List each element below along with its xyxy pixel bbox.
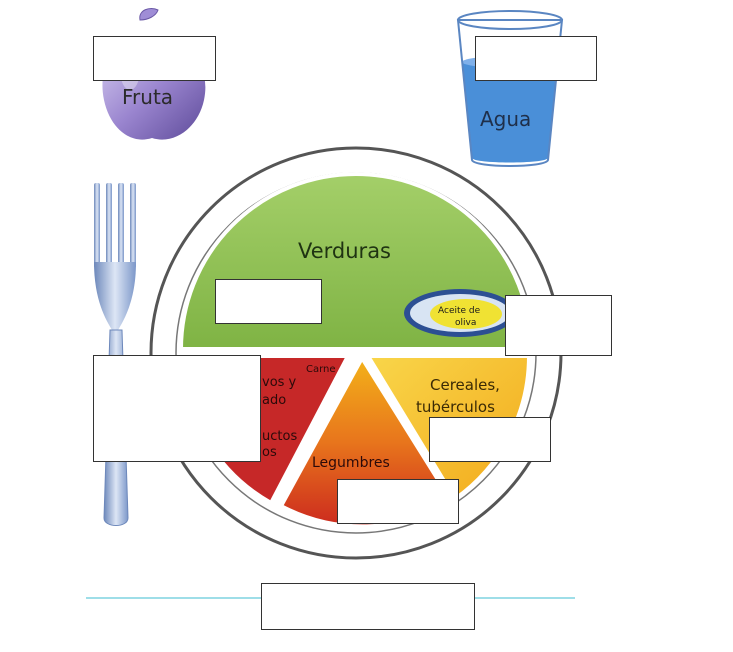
answer-box-protein[interactable]: [93, 355, 261, 462]
eggs-label-line2: ado: [262, 393, 286, 408]
answer-box-cereals[interactable]: [429, 417, 551, 462]
oil-label-line1: Aceite de: [438, 306, 481, 316]
dairy-label-line1: uctos: [262, 429, 297, 444]
answer-box-oil[interactable]: [505, 295, 612, 356]
cereals-label-line1: Cereales,: [430, 376, 500, 394]
cereals-label-line2: tubérculos: [416, 398, 495, 416]
oil-label-line2: oliva: [455, 318, 476, 328]
answer-box-vegetables[interactable]: [215, 279, 322, 324]
answer-box-legumes[interactable]: [337, 479, 459, 524]
fruit-label: Fruta: [122, 85, 173, 109]
water-label: Agua: [480, 107, 531, 131]
dairy-label-line2: os: [262, 445, 277, 460]
meat-label: Carne: [306, 364, 336, 375]
vegetables-label: Verduras: [298, 239, 391, 263]
answer-box-fruit[interactable]: [93, 36, 216, 81]
legumes-label: Legumbres: [312, 455, 390, 471]
eggs-label-line1: vos y: [262, 375, 297, 390]
water-glass-icon: [456, 10, 564, 167]
answer-box-bottom-title[interactable]: [261, 583, 475, 630]
olive-oil-icon: [404, 289, 516, 337]
answer-box-water[interactable]: [475, 36, 597, 81]
